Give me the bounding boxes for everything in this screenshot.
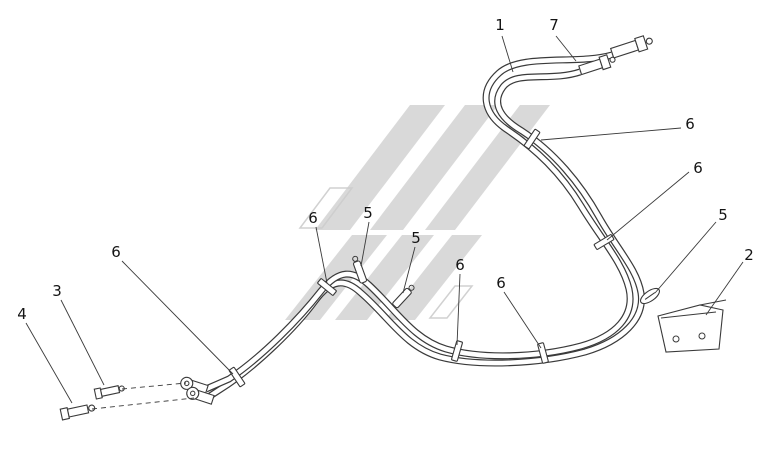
- hose-fitting-top-7: [578, 54, 616, 76]
- callout-6-bottom-center: 6: [455, 256, 465, 274]
- clamp-band-center-left: [317, 278, 337, 296]
- assembly-dashed-lines: [91, 382, 195, 410]
- clamp-band-upper-right: [523, 128, 541, 150]
- callout-3: 3: [52, 282, 62, 300]
- callout-5-center-right: 5: [411, 229, 421, 247]
- hose-front: [204, 51, 634, 393]
- fitting-4: [59, 404, 96, 421]
- callout-6-center-left: 6: [308, 209, 318, 227]
- callout-6-right: 6: [693, 159, 703, 177]
- callout-6-left: 6: [111, 243, 121, 261]
- callout-1: 1: [495, 16, 505, 34]
- callout-6-upper-right: 6: [685, 115, 695, 133]
- callout-5-center: 5: [363, 204, 373, 222]
- bracket-2: [657, 299, 727, 353]
- callout-7: 7: [549, 16, 559, 34]
- clip-right-5: [639, 287, 661, 305]
- clamp-band-bottom-right: [537, 342, 549, 364]
- callout-5-right: 5: [718, 206, 728, 224]
- callout-6-bottom-right: 6: [496, 274, 506, 292]
- callout-labels: 1 7 6 6 5 2 6 5 5 6 6 6 3 4: [17, 16, 754, 323]
- clip-center: [352, 255, 368, 284]
- fitting-3: [93, 385, 125, 400]
- callout-2: 2: [744, 246, 754, 264]
- clamp-band-bottom-center: [451, 340, 463, 362]
- clamp-band-left: [228, 366, 246, 388]
- hose-fitting-end-lower: [186, 386, 215, 405]
- callout-4: 4: [17, 305, 27, 323]
- leader-lines: [25, 35, 744, 404]
- clip-center-right: [392, 284, 415, 309]
- hose-fitting-top-1: [609, 35, 653, 59]
